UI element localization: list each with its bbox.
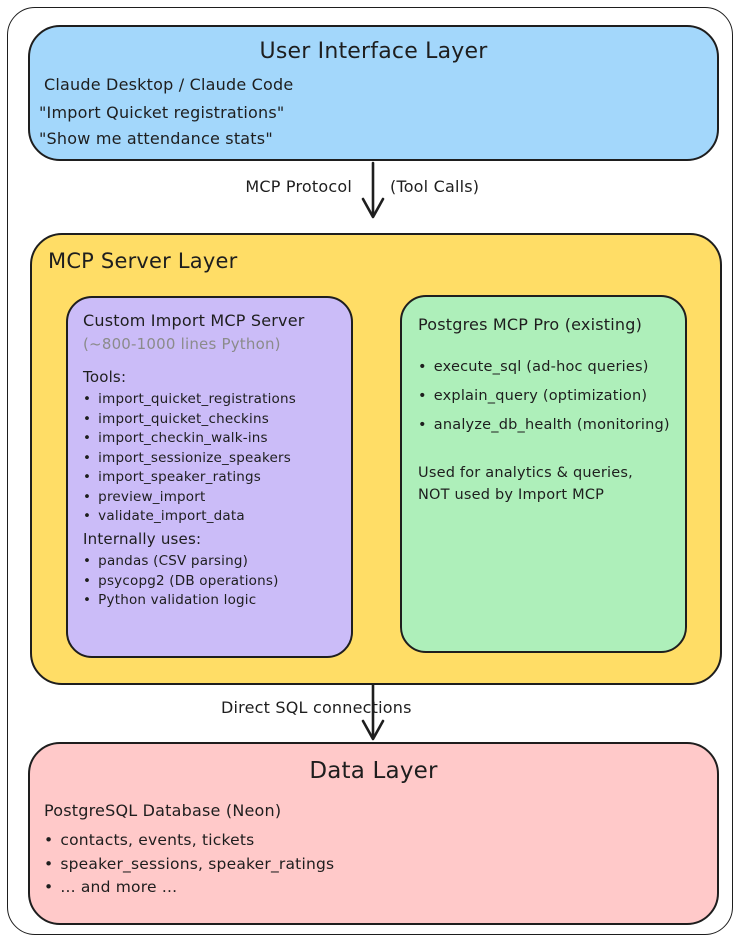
table-item: speaker_sessions, speaker_ratings <box>44 853 334 877</box>
import-server-subtitle: (~800-1000 lines Python) <box>83 335 281 353</box>
table-item: contacts, events, tickets <box>44 829 334 853</box>
postgres-tools-list: execute_sql (ad-hoc queries) explain_que… <box>418 353 670 440</box>
tool-item: import_quicket_registrations <box>83 390 296 410</box>
tool-item: import_checkin_walk-ins <box>83 429 296 449</box>
tool-calls-label: (Tool Calls) <box>390 177 480 196</box>
tool-item: preview_import <box>83 488 296 508</box>
internals-list: pandas (CSV parsing) psycopg2 (DB operat… <box>83 552 279 611</box>
tools-list: import_quicket_registrations import_quic… <box>83 390 296 527</box>
internal-item: Python validation logic <box>83 591 279 611</box>
tools-heading: Tools: <box>83 368 127 386</box>
postgres-server-box: Postgres MCP Pro (existing) execute_sql … <box>400 295 687 653</box>
tool-item: import_quicket_checkins <box>83 410 296 430</box>
tables-list: contacts, events, tickets speaker_sessio… <box>44 829 334 900</box>
ui-layer-subtitle: Claude Desktop / Claude Code <box>44 75 294 94</box>
internals-heading: Internally uses: <box>83 530 202 548</box>
ui-layer-title: User Interface Layer <box>259 39 488 64</box>
tool-item: validate_import_data <box>83 507 296 527</box>
mcp-protocol-label: MCP Protocol <box>245 177 352 196</box>
internal-item: psycopg2 (DB operations) <box>83 572 279 592</box>
tool-item: import_speaker_ratings <box>83 468 296 488</box>
import-server-box: Custom Import MCP Server (~800-1000 line… <box>66 296 353 658</box>
postgres-note-line2: NOT used by Import MCP <box>418 487 605 503</box>
postgres-tool-item: explain_query (optimization) <box>418 382 670 411</box>
internal-item: pandas (CSV parsing) <box>83 552 279 572</box>
import-server-title: Custom Import MCP Server <box>83 311 305 330</box>
postgres-note-line1: Used for analytics & queries, <box>418 465 633 481</box>
tool-item: import_sessionize_speakers <box>83 449 296 469</box>
ui-to-mcp-arrow-icon <box>361 161 385 219</box>
database-name: PostgreSQL Database (Neon) <box>44 801 282 820</box>
postgres-tool-item: execute_sql (ad-hoc queries) <box>418 353 670 382</box>
ui-quote-import: "Import Quicket registrations" <box>39 103 285 122</box>
ui-layer-box: User Interface Layer Claude Desktop / Cl… <box>28 25 719 161</box>
postgres-tool-item: analyze_db_health (monitoring) <box>418 411 670 440</box>
data-layer-title: Data Layer <box>309 758 438 784</box>
mcp-layer-title: MCP Server Layer <box>48 249 238 273</box>
mcp-to-data-arrow-icon <box>361 683 385 741</box>
sql-connections-label: Direct SQL connections <box>221 698 412 717</box>
mcp-layer-box: MCP Server Layer Custom Import MCP Serve… <box>30 233 722 685</box>
postgres-note: Used for analytics & queries, NOT used b… <box>418 462 633 506</box>
ui-quote-stats: "Show me attendance stats" <box>39 129 273 148</box>
data-layer-box: Data Layer PostgreSQL Database (Neon) co… <box>28 742 719 925</box>
postgres-server-title: Postgres MCP Pro (existing) <box>418 315 643 334</box>
table-item: ... and more ... <box>44 876 334 900</box>
